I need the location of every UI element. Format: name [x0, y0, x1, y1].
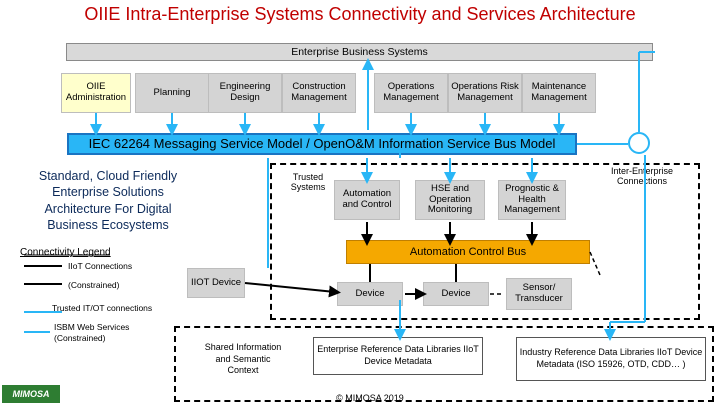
trusted-systems-boundary: [270, 163, 700, 320]
system-engineering-design: Engineering Design: [208, 73, 282, 113]
legend-constrained-label: (Constrained): [68, 280, 120, 290]
enterprise-business-systems-bar: Enterprise Business Systems: [66, 43, 653, 61]
connectivity-legend-heading: Connectivity Legend: [20, 247, 111, 258]
sensor-transducer-box: Sensor/ Transducer: [506, 278, 572, 310]
legend-isbm-constrained-label: (Constrained): [54, 333, 106, 343]
legend-iiot-label: IIoT Connections: [68, 261, 133, 271]
hse-monitoring-box: HSE and Operation Monitoring: [415, 180, 485, 220]
system-maintenance-management: Maintenance Management: [522, 73, 596, 113]
inter-enterprise-label: Inter-Enterprise Connections: [610, 166, 674, 187]
system-operations-management: Operations Management: [374, 73, 448, 113]
link-iiot-dev: [244, 282, 341, 298]
prognostic-health-box: Prognostic & Health Management: [498, 180, 566, 220]
automation-and-control-box: Automation and Control: [334, 180, 400, 220]
mimosa-logo-text: MIMOSA: [12, 389, 50, 399]
system-planning: Planning: [135, 73, 209, 113]
legend-trusted-label: Trusted IT/OT connections: [52, 303, 153, 313]
system-construction-management: Construction Management: [282, 73, 356, 113]
system-oiie-administration: OIIE Administration: [61, 73, 131, 113]
mimosa-logo: MIMOSA: [2, 385, 60, 403]
industry-reference-box: Industry Reference Data Libraries IIoT D…: [516, 337, 706, 381]
shared-context-boundary: [174, 326, 714, 402]
system-operations-risk-management: Operations Risk Management: [448, 73, 522, 113]
trusted-systems-label: Trusted Systems: [290, 172, 326, 193]
left-heading: Standard, Cloud Friendly Enterprise Solu…: [38, 169, 178, 232]
link-acb-sensor: [589, 251, 601, 276]
copyright: © MIMOSA 2019: [336, 393, 404, 403]
device-box-2: Device: [423, 282, 489, 306]
inter-enterprise-connector-icon: [628, 132, 650, 154]
diagram-title: OIIE Intra-Enterprise Systems Connectivi…: [84, 4, 636, 24]
shared-information-label: Shared Information and Semantic Context: [204, 342, 282, 376]
iiot-device-box: IIOT Device: [187, 268, 245, 298]
automation-control-bus: Automation Control Bus: [346, 240, 590, 264]
legend-isbm-label: ISBM Web Services: [54, 322, 130, 332]
